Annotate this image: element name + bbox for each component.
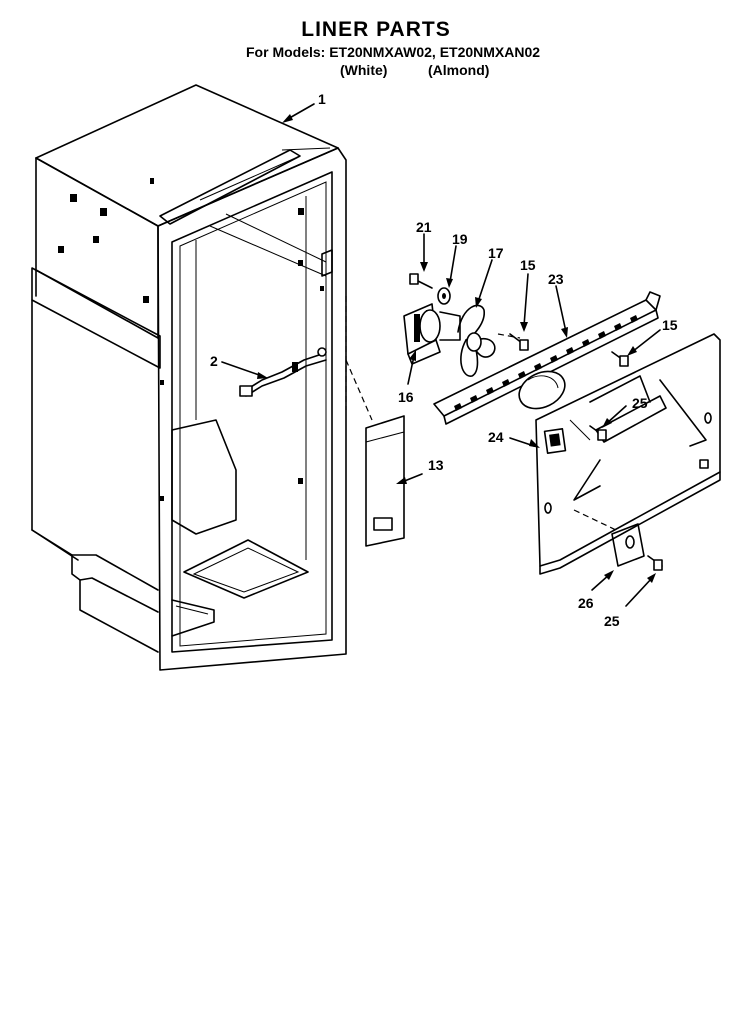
panel-13	[365, 415, 405, 547]
liner-assembly	[31, 84, 347, 671]
leader-lines	[221, 103, 661, 607]
diagram-header: LINER PARTS For Models: ET20NMXAW02, ET2…	[0, 0, 752, 90]
screw-25b	[647, 555, 663, 571]
callout-26: 26	[578, 595, 594, 611]
air-duct-cover	[433, 291, 661, 425]
callout-2: 2	[210, 353, 218, 369]
plate-26	[611, 523, 645, 567]
fan-motor-assembly	[403, 273, 496, 377]
callout-15a: 15	[520, 257, 536, 273]
callout-25b: 25	[604, 613, 620, 629]
callout-labels: 1 2 13 15 15 16 17 19 21 23 24 25 25 26	[210, 91, 678, 629]
callout-13: 13	[428, 457, 444, 473]
screw-15a	[509, 333, 529, 351]
light-socket-harness	[239, 347, 327, 397]
evaporator-cover	[535, 333, 721, 575]
model-numbers: For Models: ET20NMXAW02, ET20NMXAN02	[246, 44, 541, 60]
callout-24: 24	[488, 429, 504, 445]
screw-25a	[589, 425, 607, 441]
callout-21: 21	[416, 219, 432, 235]
callout-1: 1	[318, 91, 326, 107]
callout-19: 19	[452, 231, 468, 247]
callout-15b: 15	[662, 317, 678, 333]
duct-vents	[454, 315, 638, 411]
white-label: (White)	[340, 62, 388, 78]
callout-16: 16	[398, 389, 414, 405]
callout-17: 17	[488, 245, 504, 261]
page-title: LINER PARTS	[301, 18, 451, 41]
almond-label: (Almond)	[428, 62, 490, 78]
screw-15b	[611, 351, 629, 367]
callout-23: 23	[548, 271, 564, 287]
callout-25a: 25	[632, 395, 648, 411]
